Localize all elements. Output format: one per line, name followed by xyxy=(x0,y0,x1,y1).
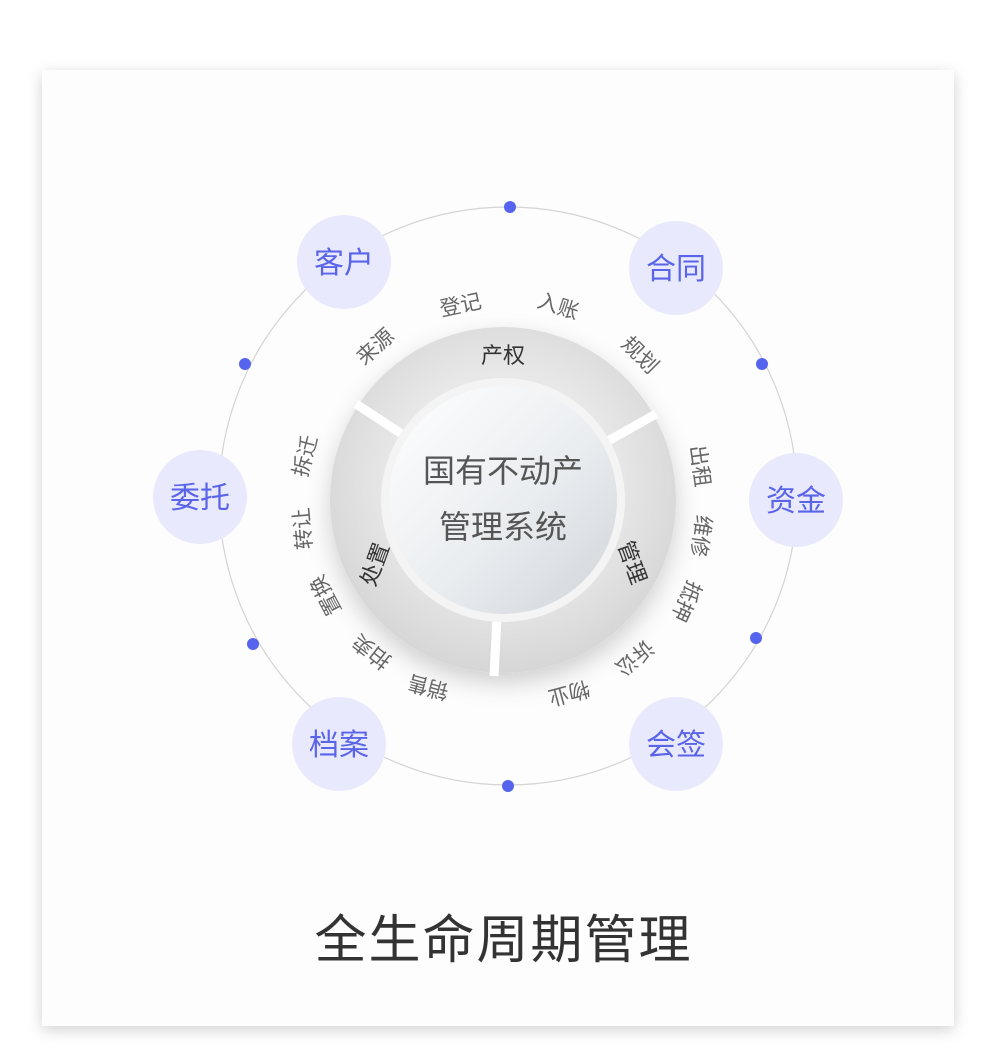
ring-dot xyxy=(239,358,251,370)
item-wuye: 物业 xyxy=(545,676,592,709)
item-diya: 抵押 xyxy=(667,577,706,625)
item-guihua: 规划 xyxy=(617,332,663,378)
node-label: 委托 xyxy=(170,482,230,515)
item-laiyuan: 来源 xyxy=(352,325,399,370)
ring-dot xyxy=(756,358,768,370)
item-dengji: 登记 xyxy=(438,290,484,321)
lifecycle-diagram: 国有不动产 管理系统 产权 管理 处置 来源 登记 入账 规划 出租 维修 抵押… xyxy=(153,201,843,792)
center-title-line2: 管理系统 xyxy=(439,509,567,545)
item-xiaoshou: 销售 xyxy=(405,670,452,703)
item-zhihuan: 置换 xyxy=(306,571,346,619)
ring-dot xyxy=(504,201,516,213)
ring-dot xyxy=(502,780,514,792)
node-label: 客户 xyxy=(314,247,374,280)
outer-nodes: 客户 合同 资金 会签 档案 委托 xyxy=(153,215,843,791)
ring-dot xyxy=(750,632,762,644)
node-dangan[interactable]: 档案 xyxy=(292,697,386,791)
node-label: 合同 xyxy=(646,253,706,286)
item-susong: 诉讼 xyxy=(611,635,658,680)
segment-label-top: 产权 xyxy=(481,343,525,368)
item-ruzhang: 入账 xyxy=(534,289,581,324)
item-chaiqian: 拆迁 xyxy=(289,433,322,480)
caption-title: 全生命周期管理 xyxy=(314,912,693,970)
item-weixiu: 维修 xyxy=(686,514,715,559)
node-kehu[interactable]: 客户 xyxy=(297,215,391,309)
node-label: 档案 xyxy=(309,729,369,762)
item-paimai: 拍卖 xyxy=(348,629,395,673)
node-label: 资金 xyxy=(766,485,826,518)
node-zijin[interactable]: 资金 xyxy=(749,453,843,547)
node-hetong[interactable]: 合同 xyxy=(629,221,723,315)
ring-dots xyxy=(239,201,768,792)
item-zhuanrang: 转让 xyxy=(290,507,317,551)
item-chuzu: 出租 xyxy=(685,444,714,489)
center-title-line1: 国有不动产 xyxy=(423,453,583,489)
ring-dot xyxy=(247,638,259,650)
node-huiqian[interactable]: 会签 xyxy=(629,697,723,791)
node-label: 会签 xyxy=(646,729,706,762)
node-weituo[interactable]: 委托 xyxy=(153,450,247,544)
core-circle xyxy=(389,386,617,614)
